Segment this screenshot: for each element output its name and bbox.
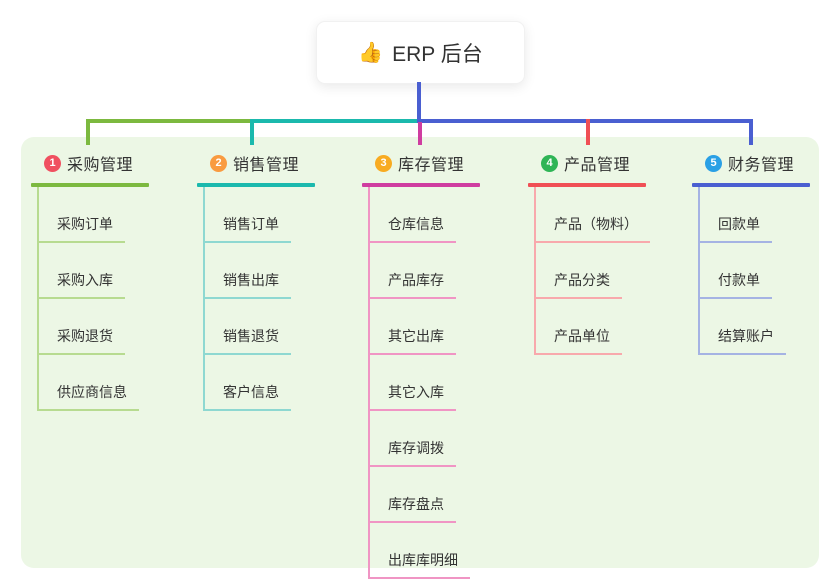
node-other-outbound[interactable]: 其它出库 [368,299,512,355]
node-label: 产品分类 [536,270,622,299]
node-label: 产品库存 [370,270,456,299]
root-node-title: ERP 后台 [392,42,483,66]
node-label: 销售退货 [205,326,291,355]
node-purchase-return[interactable]: 采购退货 [37,299,181,355]
node-product-material[interactable]: 产品（物料） [534,187,678,243]
branch-title: 财务管理 [728,157,795,174]
node-sales-order[interactable]: 销售订单 [203,187,347,243]
node-supplier-info[interactable]: 供应商信息 [37,355,181,411]
branch-list-line [534,187,536,355]
branch-finance: 5 财务管理 回款单 付款单 结算账户 [692,145,839,355]
node-purchase-inbound[interactable]: 采购入库 [37,243,181,299]
branch-product: 4 产品管理 产品（物料） 产品分类 产品单位 [528,145,678,355]
node-settlement-account[interactable]: 结算账户 [698,299,839,355]
node-payment-bill[interactable]: 付款单 [698,243,839,299]
branch-purchase-list: 采购订单 采购入库 采购退货 供应商信息 [37,187,181,411]
branch-sales-list: 销售订单 销售出库 销售退货 客户信息 [203,187,347,411]
node-customer-info[interactable]: 客户信息 [203,355,347,411]
branch-sales: 2 销售管理 销售订单 销售出库 销售退货 客户信息 [197,145,347,411]
branch-underline [692,183,810,187]
branch-number-badge: 4 [541,154,558,172]
node-label: 其它入库 [370,382,456,411]
branch-finance-list: 回款单 付款单 结算账户 [698,187,839,355]
node-label: 产品单位 [536,326,622,355]
branch-list-line [698,187,700,355]
node-label: 结算账户 [700,326,786,355]
bus-segment-blue [417,119,753,123]
node-label: 出库库明细 [370,550,470,579]
node-label: 销售出库 [205,270,291,299]
drop-line-finance [749,119,753,145]
root-connector-line [417,82,421,123]
branch-number-badge: 3 [375,154,392,172]
branch-title: 产品管理 [564,157,631,174]
node-outbound-detail[interactable]: 出库库明细 [368,523,512,579]
branch-underline [197,183,315,187]
branch-underline [362,183,480,187]
node-other-inbound[interactable]: 其它入库 [368,355,512,411]
node-label: 库存盘点 [370,494,456,523]
node-purchase-order[interactable]: 采购订单 [37,187,181,243]
node-sales-return[interactable]: 销售退货 [203,299,347,355]
node-label: 销售订单 [205,214,291,243]
branch-purchase-header[interactable]: 1 采购管理 [31,145,181,187]
drop-line-purchase [86,119,90,145]
branch-number-badge: 2 [210,154,227,172]
branch-purchase: 1 采购管理 采购订单 采购入库 采购退货 供应商信息 [31,145,181,411]
branch-title: 采购管理 [67,157,134,174]
node-label: 客户信息 [205,382,291,411]
node-label: 采购订单 [39,214,125,243]
node-label: 库存调拨 [370,438,456,467]
bus-segment-teal [252,119,420,123]
node-label: 付款单 [700,270,772,299]
node-label: 采购退货 [39,326,125,355]
thumbs-up-icon: 👍 [358,41,384,64]
node-label: 产品（物料） [536,214,650,243]
node-label: 供应商信息 [39,382,139,411]
node-label: 采购入库 [39,270,125,299]
branch-number-badge: 1 [44,154,61,172]
branch-underline [528,183,646,187]
node-receipt-bill[interactable]: 回款单 [698,187,839,243]
branch-product-list: 产品（物料） 产品分类 产品单位 [534,187,678,355]
drop-line-sales [250,119,254,145]
root-node[interactable]: 👍 ERP 后台 [316,21,525,84]
branch-list-line [368,187,370,579]
drop-line-inventory [418,122,422,145]
branch-sales-header[interactable]: 2 销售管理 [197,145,347,187]
node-warehouse-info[interactable]: 仓库信息 [368,187,512,243]
branch-inventory-list: 仓库信息 产品库存 其它出库 其它入库 库存调拨 库存盘点 出库库明细 [368,187,512,579]
branch-finance-header[interactable]: 5 财务管理 [692,145,839,187]
branch-list-line [37,187,39,411]
branch-title: 库存管理 [398,157,465,174]
node-product-stock[interactable]: 产品库存 [368,243,512,299]
node-label: 仓库信息 [370,214,456,243]
node-product-unit[interactable]: 产品单位 [534,299,678,355]
bus-segment-green [86,119,254,123]
node-sales-outbound[interactable]: 销售出库 [203,243,347,299]
branch-title: 销售管理 [233,157,300,174]
node-product-category[interactable]: 产品分类 [534,243,678,299]
branch-underline [31,183,149,187]
node-stock-transfer[interactable]: 库存调拨 [368,411,512,467]
branch-inventory-header[interactable]: 3 库存管理 [362,145,512,187]
drop-line-product [586,119,590,145]
branch-number-badge: 5 [705,154,722,172]
node-label: 回款单 [700,214,772,243]
branch-inventory: 3 库存管理 仓库信息 产品库存 其它出库 其它入库 库存调拨 库存盘点 出库库… [362,145,512,579]
branch-product-header[interactable]: 4 产品管理 [528,145,678,187]
branch-list-line [203,187,205,411]
node-stock-count[interactable]: 库存盘点 [368,467,512,523]
branches-panel [21,137,819,568]
node-label: 其它出库 [370,326,456,355]
